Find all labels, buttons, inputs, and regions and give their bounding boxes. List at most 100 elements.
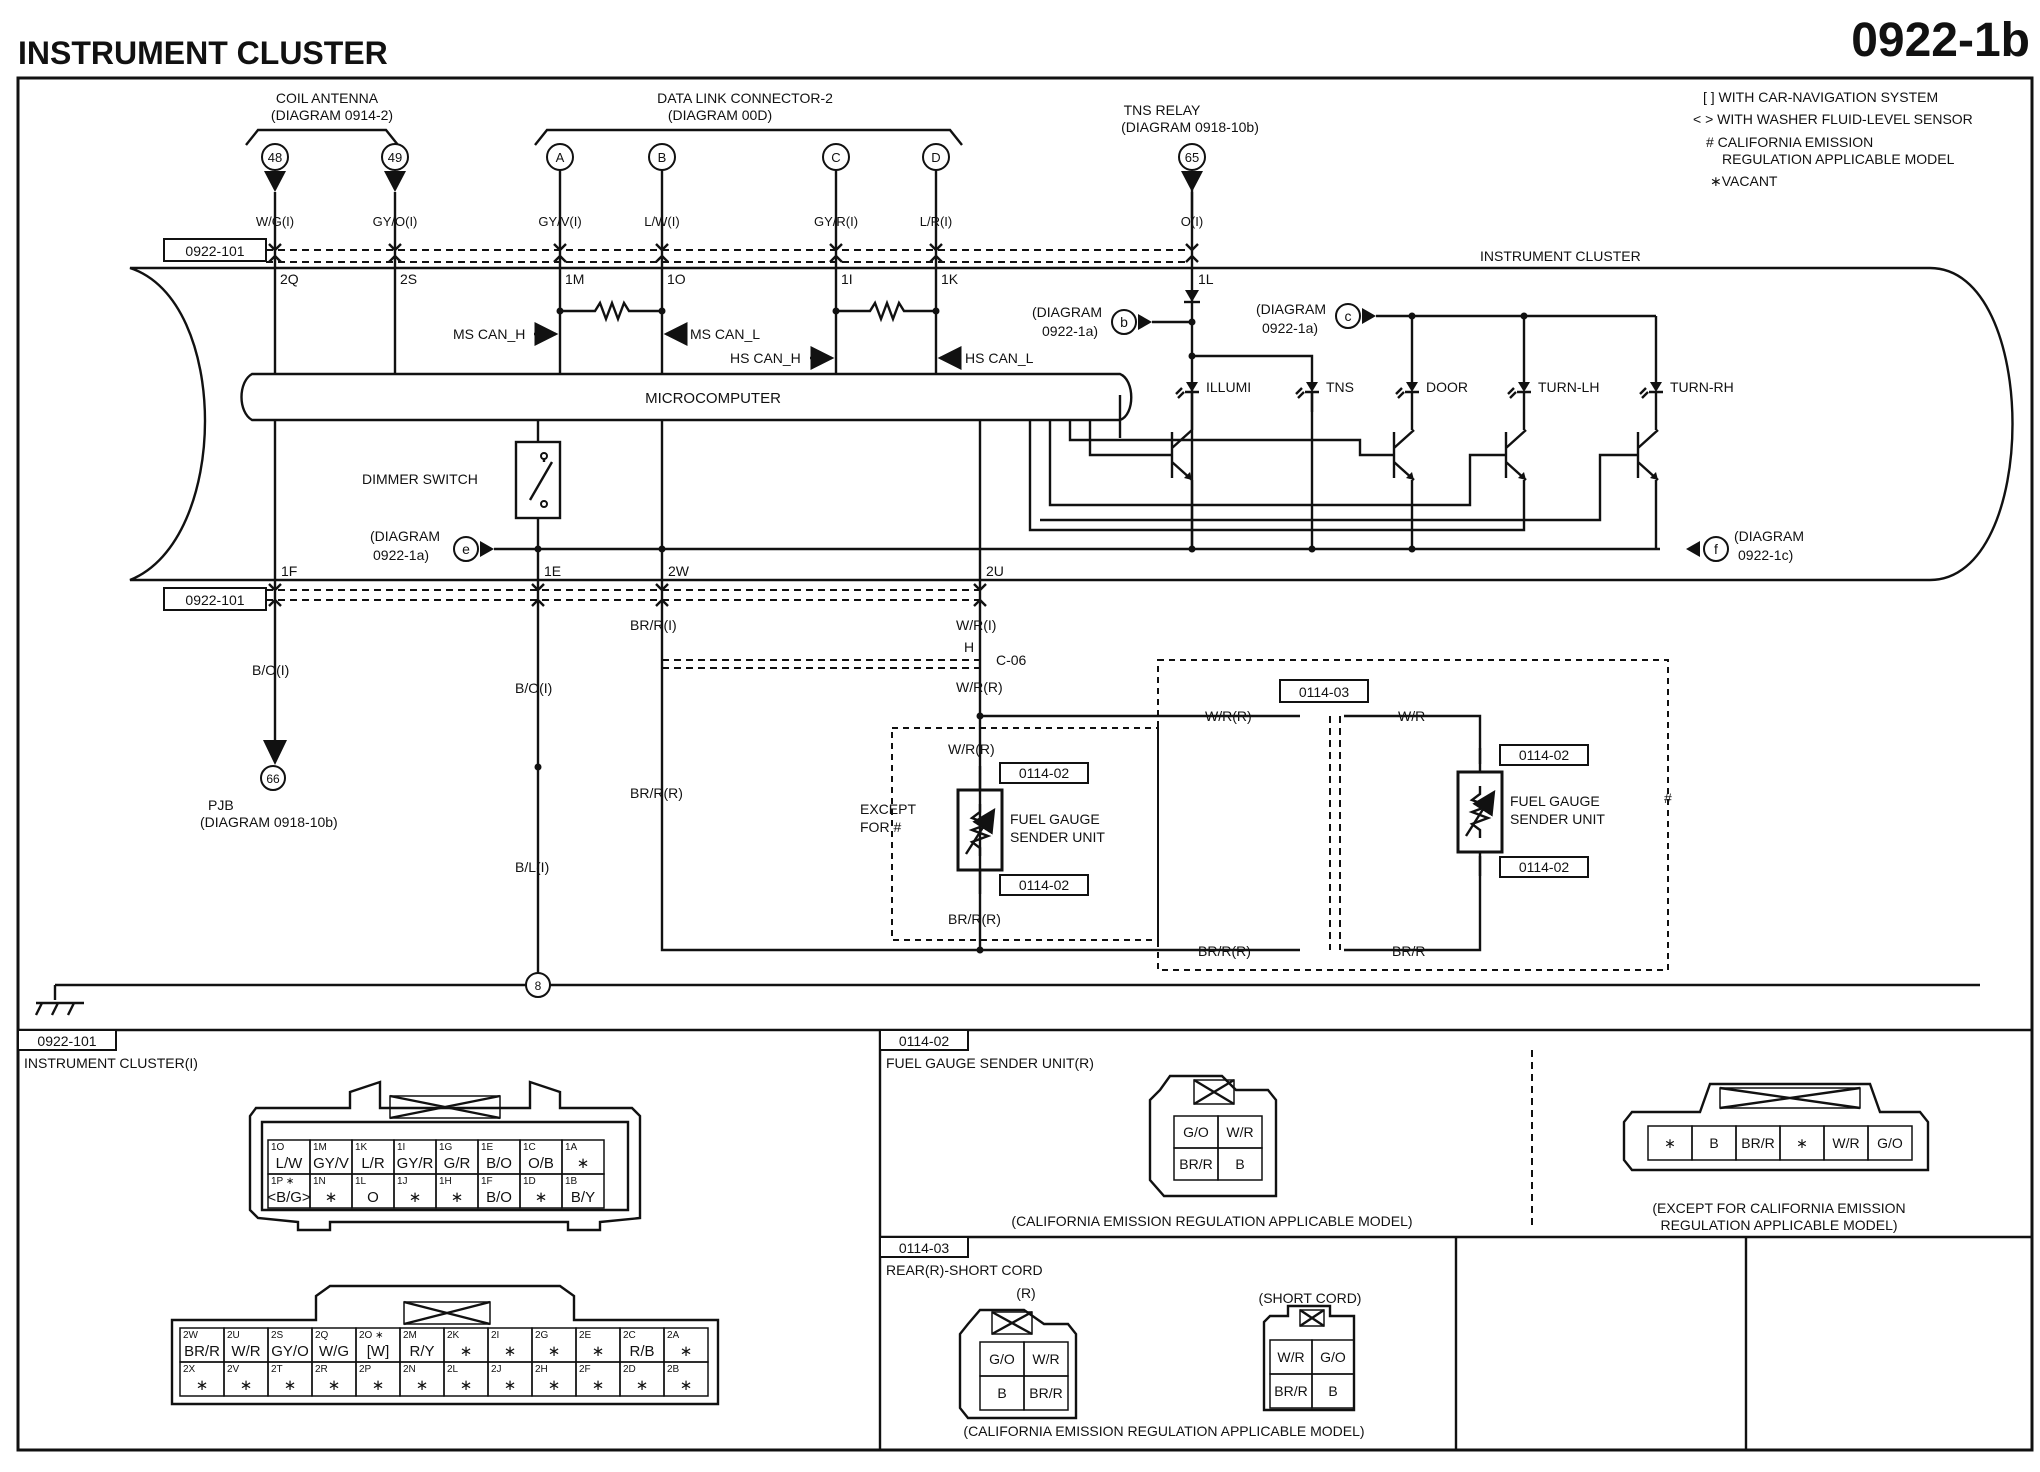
connector-pin-wire: W/R bbox=[1832, 1135, 1859, 1151]
except-for-line1: EXCEPT bbox=[860, 801, 916, 817]
legend-line: < > WITH WASHER FLUID-LEVEL SENSOR bbox=[1693, 111, 1973, 127]
connector-pin-id: 1I bbox=[397, 1142, 405, 1153]
connector-pin-wire: ∗ bbox=[680, 1343, 693, 1360]
connector-pin-wire: GY/R bbox=[397, 1155, 434, 1172]
legend-line: # CALIFORNIA EMISSION bbox=[1706, 134, 1873, 150]
connector-pin-wire: ∗ bbox=[240, 1377, 253, 1394]
terminal-symbol: 65 bbox=[1185, 150, 1199, 165]
instrument-cluster-outline bbox=[129, 266, 2014, 582]
connector-pin-wire: ∗ bbox=[535, 1189, 548, 1206]
connector-pin-wire: O bbox=[367, 1189, 379, 1206]
tns-relay-diagram: (DIAGRAM 0918-10b) bbox=[1121, 119, 1259, 135]
connector-pin-id: 2J bbox=[491, 1364, 502, 1375]
connector-pin-wire: ∗ bbox=[577, 1155, 590, 1172]
connector-pin-wire: B/O bbox=[486, 1155, 512, 1172]
lamp-label: TNS bbox=[1326, 379, 1354, 395]
connector-pin-wire: W/R bbox=[231, 1343, 260, 1360]
connector-pin-wire: BR/R bbox=[1029, 1385, 1062, 1401]
connector-pin-wire: R/Y bbox=[409, 1343, 434, 1360]
connector-cell bbox=[1023, 1375, 1069, 1411]
connector-pin-id: 1J bbox=[397, 1176, 408, 1187]
terminal-symbol: B bbox=[658, 150, 667, 165]
connector-pin-id: 2G bbox=[535, 1330, 549, 1341]
connector-pin-id: 2S bbox=[271, 1330, 284, 1341]
hs-can-l-label: HS CAN_L bbox=[965, 350, 1034, 366]
panel-2-tag: 0114-02 bbox=[899, 1033, 950, 1049]
pin-label: 2S bbox=[400, 271, 417, 287]
diagram-ref-f-symbol bbox=[1703, 536, 1729, 562]
connector-pin-id: 1C bbox=[523, 1142, 536, 1153]
diag-c-line2: 0922-1a) bbox=[1262, 320, 1318, 336]
cluster-connector-1: 1OL/W1MGY/V1KL/R1IGY/R1GG/R1EB/O1CO/B1A∗… bbox=[248, 1080, 642, 1232]
connector-pin-id: 2R bbox=[315, 1364, 328, 1375]
california-region bbox=[1157, 659, 1669, 971]
terminal-symbol: D bbox=[931, 150, 940, 165]
legend-line: ∗VACANT bbox=[1710, 173, 1778, 189]
connector-pin-wire: [W] bbox=[367, 1343, 390, 1360]
connector-pin-wire: ∗ bbox=[460, 1343, 473, 1360]
wire-h: H bbox=[964, 639, 974, 655]
connector-pin-wire: ∗ bbox=[460, 1377, 473, 1394]
connector-pin-wire: ∗ bbox=[196, 1377, 209, 1394]
connector-cell bbox=[1867, 1125, 1913, 1161]
connector-pin-wire: ∗ bbox=[504, 1343, 517, 1360]
pin-label: 2Q bbox=[280, 271, 299, 287]
conn-0114-03-tag-label: 0114-03 bbox=[1299, 684, 1350, 700]
wire-brr bbox=[660, 420, 980, 952]
diag-b-line1: (DIAGRAM bbox=[1032, 304, 1102, 320]
lamp-label: TURN-LH bbox=[1538, 379, 1599, 395]
lamp-door: DOOR bbox=[1395, 379, 1468, 412]
lamp-tns: TNS bbox=[1295, 379, 1354, 412]
connector-pin-wire: ∗ bbox=[1664, 1135, 1676, 1151]
tns-relay-label: TNS RELAY bbox=[1124, 102, 1201, 118]
can-resistor-ms bbox=[560, 299, 662, 323]
terminal-symbol: 48 bbox=[268, 150, 282, 165]
lamp-illumi: ILLUMI bbox=[1175, 379, 1251, 412]
diagram-ref-f-letter: f bbox=[1714, 541, 1718, 557]
connector-pin-id: 1P ∗ bbox=[271, 1176, 294, 1187]
connector-pin-id: 1M bbox=[313, 1142, 327, 1153]
connector-tag-bottom-label: 0922-101 bbox=[185, 592, 244, 608]
lamp-driver-transistors bbox=[1028, 392, 1659, 549]
except-for-line2: FOR # bbox=[860, 819, 901, 835]
ms-can-l-label: MS CAN_L bbox=[690, 326, 760, 342]
diagram-ref-e-letter: e bbox=[462, 541, 470, 557]
diag-e-line1: (DIAGRAM bbox=[370, 528, 440, 544]
connector-pin-id: 1E bbox=[481, 1142, 494, 1153]
lamp-label: TURN-RH bbox=[1670, 379, 1734, 395]
connector-cell bbox=[561, 1173, 605, 1209]
panel-2-cal: (CALIFORNIA EMISSION REGULATION APPLICAB… bbox=[1011, 1213, 1412, 1229]
conn-0114-02-label: 0114-02 bbox=[1519, 747, 1570, 763]
wire-c06: C-06 bbox=[996, 652, 1027, 668]
connector-pin-id: 2T bbox=[271, 1364, 283, 1375]
panel-1-tag: 0922-101 bbox=[37, 1033, 96, 1049]
connector-pin-id: 1K bbox=[355, 1142, 368, 1153]
wire-bl: B/L(I) bbox=[515, 859, 549, 875]
coil-antenna-diagram: (DIAGRAM 0914-2) bbox=[271, 107, 393, 123]
wire-bo1: B/O(I) bbox=[252, 662, 289, 678]
connector-pin-wire: B bbox=[1328, 1383, 1337, 1399]
wire-wr1: W/R(I) bbox=[956, 617, 996, 633]
connector-pin-id: 2H bbox=[535, 1364, 548, 1375]
connector-pin-id: 1F bbox=[481, 1176, 493, 1187]
connector-pin-wire: ∗ bbox=[592, 1377, 605, 1394]
ground-point-8-label: 8 bbox=[535, 979, 542, 993]
pin-label: 2W bbox=[668, 563, 690, 579]
connector-pin-wire: B bbox=[1235, 1156, 1244, 1172]
connector-pin-wire: ∗ bbox=[548, 1377, 561, 1394]
wire-wr: W/R bbox=[1398, 708, 1425, 724]
connector-pin-id: 2A bbox=[667, 1330, 680, 1341]
connector-pin-id: 1O bbox=[271, 1142, 285, 1153]
diag-e-line2: 0922-1a) bbox=[373, 547, 429, 563]
terminal-symbol: C bbox=[831, 150, 840, 165]
connector-pin-wire: ∗ bbox=[451, 1189, 464, 1206]
connector-pin-id: 2K bbox=[447, 1330, 460, 1341]
wire-wrr2: W/R(R) bbox=[1205, 708, 1252, 724]
conn-0114-02-label: 0114-02 bbox=[1019, 877, 1070, 893]
wire-bo2: B/O(I) bbox=[515, 680, 552, 696]
connector-pin-wire: W/G bbox=[319, 1343, 349, 1360]
legend-line: REGULATION APPLICABLE MODEL bbox=[1722, 151, 1955, 167]
